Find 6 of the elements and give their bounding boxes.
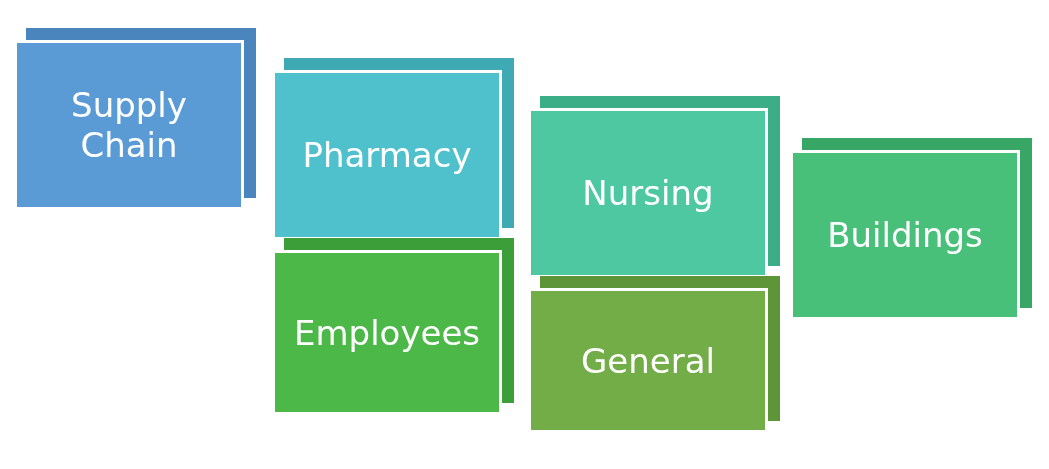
block-label: Pharmacy — [301, 135, 473, 175]
block-label: Buildings — [826, 215, 984, 255]
block-label: General — [580, 340, 716, 381]
block-label: Nursing — [581, 173, 715, 213]
block-label: Supply Chain — [70, 85, 188, 165]
block-label: Employees — [292, 312, 482, 353]
